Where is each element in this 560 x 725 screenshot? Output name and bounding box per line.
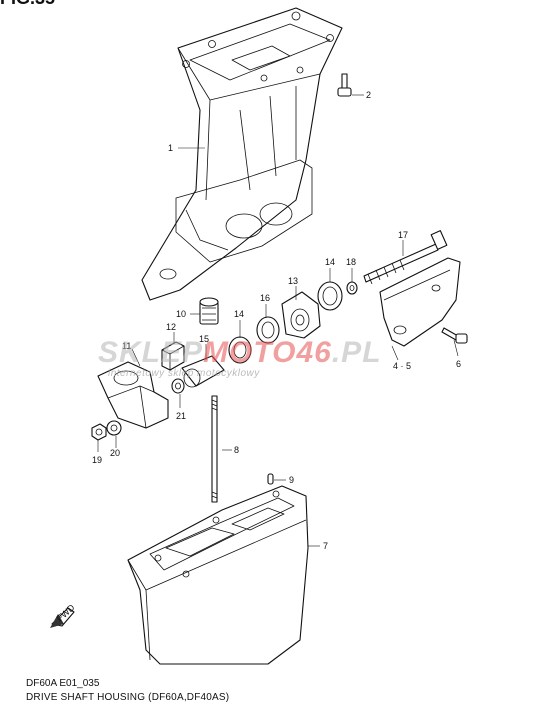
part-9-dowel-pin[interactable] xyxy=(267,473,274,485)
callout-7: 7 xyxy=(323,541,328,551)
callout-1: 1 xyxy=(168,143,173,153)
part-11-mount-bracket[interactable] xyxy=(97,361,169,429)
part-4-5-cover[interactable] xyxy=(379,257,461,347)
part-15-collar[interactable] xyxy=(181,355,225,388)
part-17-stud-bolt[interactable] xyxy=(363,230,448,285)
callout-10: 10 xyxy=(176,309,186,319)
callout-12: 12 xyxy=(166,322,176,332)
part-16-ring[interactable] xyxy=(256,316,280,344)
figure-title: FIG.35 xyxy=(0,0,55,9)
callout-14-upper: 14 xyxy=(325,257,335,267)
watermark-logo: SKLEPMOTO46.PL xyxy=(98,336,382,369)
part-20-washer[interactable] xyxy=(106,420,122,436)
callout-15: 15 xyxy=(199,334,209,344)
part-7-lower-housing[interactable] xyxy=(127,485,309,665)
figure-code: DF60A E01_035 xyxy=(26,678,100,689)
callout-4-5: 4 · 5 xyxy=(393,361,411,371)
part-1-drive-shaft-housing[interactable] xyxy=(141,7,343,301)
part-14-ring-upper[interactable] xyxy=(317,281,343,311)
callout-9: 9 xyxy=(289,475,294,485)
callout-17: 17 xyxy=(398,230,408,240)
callout-18: 18 xyxy=(346,257,356,267)
part-6-bolt[interactable] xyxy=(441,327,468,344)
callout-6: 6 xyxy=(456,359,461,369)
callout-16: 16 xyxy=(260,293,270,303)
part-8-stud[interactable] xyxy=(211,395,218,503)
callout-11: 11 xyxy=(122,341,131,351)
part-12-block[interactable] xyxy=(161,341,185,371)
callout-19: 19 xyxy=(92,455,102,465)
part-10-cylinder-bush[interactable] xyxy=(199,297,219,325)
callout-20: 20 xyxy=(110,448,120,458)
callout-2: 2 xyxy=(366,90,371,100)
part-18-washer[interactable] xyxy=(346,281,358,295)
leader-lines xyxy=(97,94,459,547)
watermark-tagline: internetowy sklep motocyklowy xyxy=(108,368,260,379)
callout-8: 8 xyxy=(234,445,239,455)
callout-21: 21 xyxy=(176,411,186,421)
part-2-bolt[interactable] xyxy=(337,73,352,97)
callout-13: 13 xyxy=(288,276,298,286)
part-14-ring-lower[interactable] xyxy=(228,336,252,364)
part-19-nut[interactable] xyxy=(91,423,107,441)
part-21-washer[interactable] xyxy=(171,378,185,394)
fwd-arrow-icon xyxy=(50,607,75,628)
figure-caption: DRIVE SHAFT HOUSING (DF60A,DF40AS) xyxy=(26,692,230,703)
part-13-bushing[interactable] xyxy=(281,291,321,339)
callout-14-lower: 14 xyxy=(234,309,244,319)
